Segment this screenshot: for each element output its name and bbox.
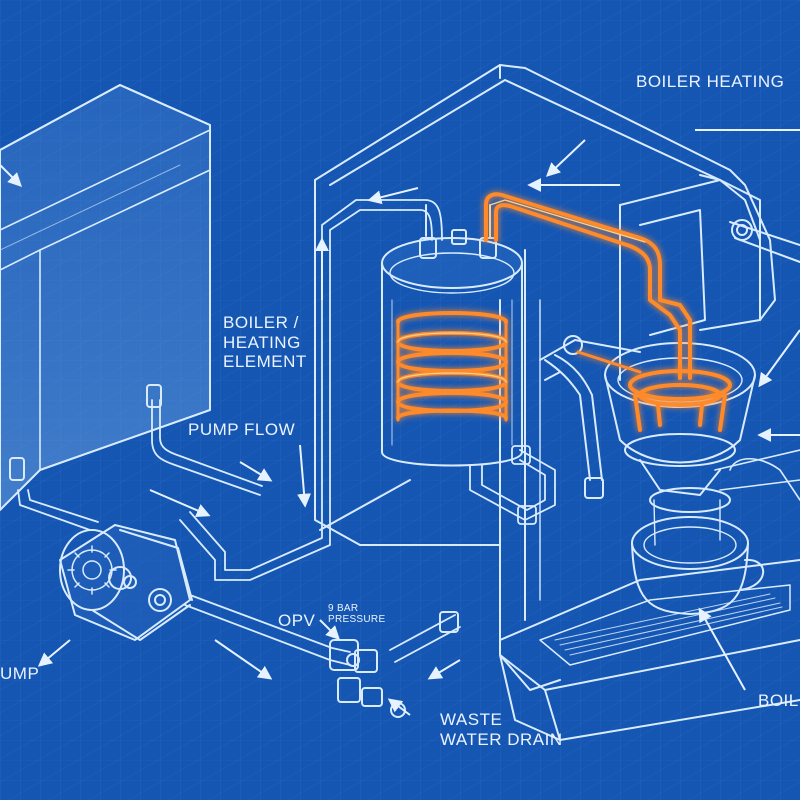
arrow-icon-to-opv: [214, 639, 273, 680]
arrow-icon: [0, 129, 800, 716]
label-opv: OPV: [278, 611, 316, 630]
arrow-icon-group-head: [758, 329, 800, 388]
arrow-icon-opv: [319, 619, 340, 640]
drip-tray: [499, 559, 800, 741]
arrow-icon-drain: [387, 698, 411, 716]
label-boiler-heating: BOILER HEATING: [636, 72, 785, 91]
label-boiler-bottom-right: BOIL: [758, 691, 799, 710]
heat-core-highlights: [397, 199, 646, 383]
arrow-icon-cup: [698, 607, 746, 691]
side-fitting: [729, 219, 800, 263]
arrow-icon-tank: [0, 164, 22, 187]
arrow-icon-pump: [37, 639, 71, 667]
gear-icon: [67, 545, 117, 595]
arrow-icon-flow-a: [239, 461, 273, 482]
arrow-icon-top-flow: [367, 187, 419, 205]
label-pump: UMP: [0, 664, 40, 683]
heated-lines: [396, 192, 732, 432]
cup-icon: [631, 499, 765, 615]
boiler-cylinder: [381, 204, 523, 467]
arrow-icon-flow-b: [149, 489, 211, 517]
label-boiler-heating-element: BOILER / HEATING ELEMENT: [223, 313, 307, 372]
label-waste-water-drain: WASTE WATER DRAIN: [440, 710, 563, 749]
water-tank: [0, 84, 211, 511]
steam-wand: [539, 335, 641, 499]
group-head-coil: [628, 369, 732, 432]
arrow-icon-boiler-heating: [545, 139, 586, 177]
label-nine-bar-pressure: 9 BAR PRESSURE: [328, 603, 386, 625]
label-pump-flow: PUMP FLOW: [188, 420, 296, 439]
arrow-icon-pump-flow: [297, 444, 312, 508]
arrow-icon-drain-pipe: [427, 659, 461, 680]
pump: [59, 524, 193, 641]
